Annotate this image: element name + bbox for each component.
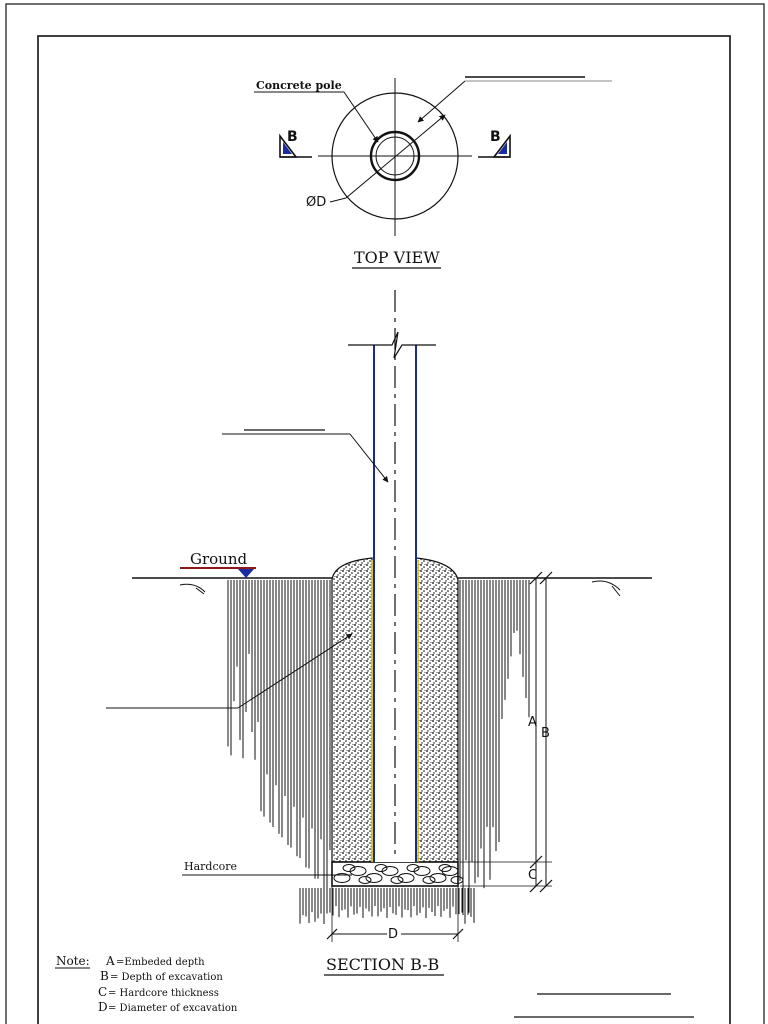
note-item-key: A <box>105 954 115 968</box>
dim-d-label-bg <box>387 925 401 941</box>
note-item-key: C <box>98 985 107 999</box>
diameter-leader <box>329 197 347 203</box>
dim-d-ticks <box>326 928 464 940</box>
dim-a-label: A <box>528 715 537 730</box>
backfill-mound-right <box>415 557 459 863</box>
ground-marker-triangle <box>238 569 254 578</box>
backfill-mound <box>331 557 373 863</box>
dim-d-label: D <box>388 927 398 942</box>
section-view: Ground Hardcore <box>106 290 652 976</box>
pole-leader <box>343 91 379 143</box>
diameter-line <box>345 114 446 199</box>
top-view: ØD Concrete pole B B TOP VIEW <box>254 76 612 269</box>
top-view-title: TOP VIEW <box>354 248 440 267</box>
section-title: SECTION B-B <box>326 955 439 974</box>
section-marker-right <box>478 133 511 158</box>
pole-label: Concrete pole <box>256 79 342 92</box>
section-mark-left-label: B <box>287 129 298 145</box>
ground-symbol-right <box>591 580 621 597</box>
diameter-label: ØD <box>306 195 326 210</box>
inner-frame <box>37 35 731 1024</box>
outer-frame <box>5 3 765 1024</box>
soil-hatching-bottom <box>299 888 475 924</box>
pole-break-line <box>348 331 436 359</box>
soil-hatching-left <box>227 580 331 890</box>
note-item-text: = Diameter of excavation <box>108 1003 238 1014</box>
hardcore-label: Hardcore <box>184 860 237 873</box>
notes-block: Note: A =Embeded depth B = Depth of exca… <box>55 954 238 1014</box>
pole-section-leader <box>349 433 389 483</box>
section-mark-right-label: B <box>490 129 501 145</box>
ground-label: Ground <box>190 550 248 568</box>
note-item-key: D <box>98 1000 108 1014</box>
hardcore-stones <box>333 864 464 884</box>
dim-b-label: B <box>541 726 550 741</box>
note-item-key: B <box>100 969 109 983</box>
backfill-leader <box>237 633 353 709</box>
dim-ticks <box>529 571 553 893</box>
note-item-text: = Hardcore thickness <box>108 988 219 999</box>
ground-symbol-left <box>179 583 206 595</box>
excavation-leader <box>417 80 466 123</box>
section-marker-left <box>279 133 312 158</box>
note-item-text: = Depth of excavation <box>110 972 223 983</box>
notes-heading: Note: <box>56 954 90 968</box>
soil-hatching-right <box>459 580 530 915</box>
dim-c-label: C <box>528 868 537 883</box>
note-item-text: =Embeded depth <box>116 957 205 968</box>
